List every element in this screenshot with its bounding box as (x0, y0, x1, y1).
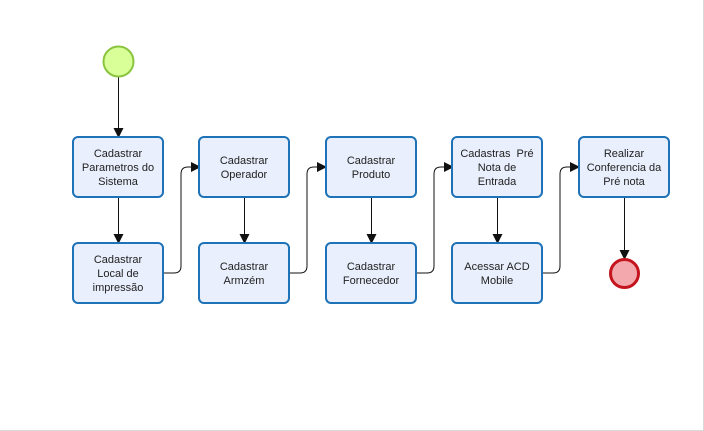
task-label-line: Fornecedor (343, 275, 400, 287)
task-label-line: impressão (93, 282, 144, 294)
flow-t4-to-t5 (290, 162, 327, 274)
start-event (102, 45, 135, 78)
task-label-line: Cadastrar (94, 254, 143, 266)
task-t8[interactable]: Acessar ACD Mobile (451, 242, 543, 304)
flow-t8-to-t9 (543, 162, 580, 274)
task-label-line: Conferencia da (587, 162, 662, 174)
task-label-line: Cadastrar (220, 155, 269, 167)
task-label-line: Cadastrar (220, 261, 269, 273)
flow-t2-to-t3 (164, 162, 201, 274)
task-label-line: Local de (97, 268, 139, 280)
task-label-line: Acessar ACD (464, 261, 529, 273)
end-event (609, 258, 640, 289)
connectors (113, 77, 630, 274)
task-label-line: Cadastrar (347, 261, 396, 273)
task-label-line: Cadastras Pré (460, 148, 533, 160)
task-label-line: Cadastrar (94, 148, 143, 160)
task-label-line: Pré nota (603, 176, 645, 188)
task-label-line: Nota de (478, 162, 517, 174)
task-label-line: Cadastrar (347, 155, 396, 167)
task-label-line: Mobile (481, 275, 513, 287)
task-label-line: Entrada (478, 176, 517, 188)
task-label-line: Realizar (604, 148, 645, 160)
task-label-line: Operador (221, 169, 268, 181)
task-label-line: Parametros do (82, 162, 154, 174)
flow-t6-to-t7 (417, 162, 454, 274)
task-label-line: Armzém (224, 275, 265, 287)
task-label-line: Produto (352, 169, 391, 181)
task-label: Acessar ACD Mobile (464, 261, 529, 287)
task-label-line: Sistema (98, 176, 139, 188)
